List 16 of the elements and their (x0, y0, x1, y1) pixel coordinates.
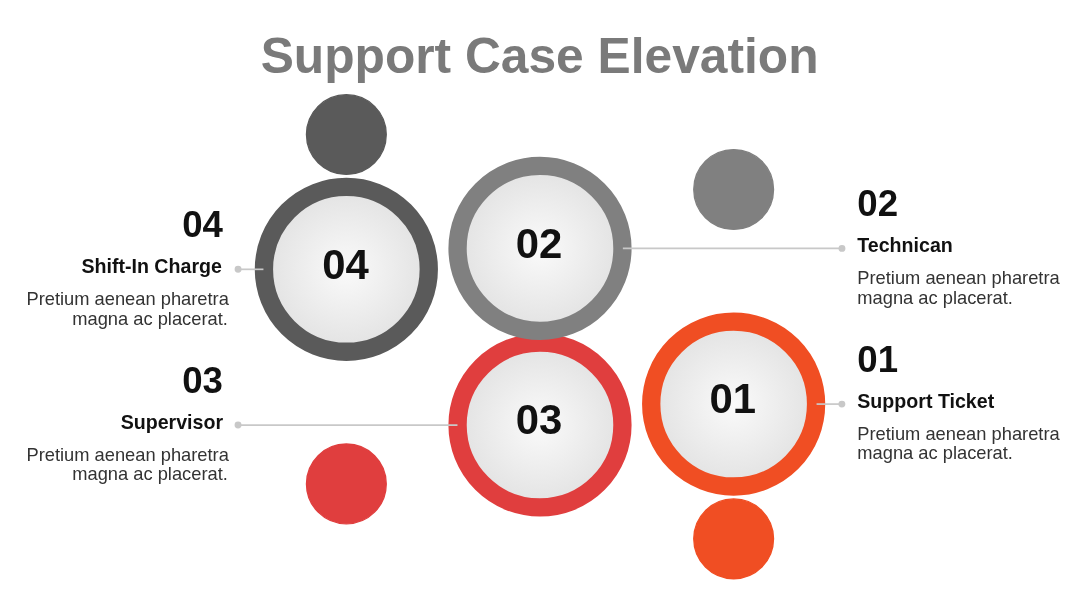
diagram-title: Support Case Elevation (260, 27, 819, 84)
connector (234, 421, 459, 429)
connector (234, 265, 265, 273)
node-circle (693, 498, 775, 580)
node-circle (305, 94, 387, 176)
node-circle: 01 (642, 312, 826, 496)
node-circle (693, 148, 775, 231)
node-circle (305, 443, 387, 525)
node-circle: 02 (448, 156, 632, 340)
connector (622, 244, 846, 252)
node-text: 01 Support Ticket Pretium aenean pharetra magna ac placerat. (857, 338, 1060, 464)
node-text: 03 Supervisor Pretium aenean pharetra magna ac placerat. (26, 359, 229, 485)
connector (815, 400, 846, 408)
node-text: 02 Technican Pretium aenean pharetra magna ac placerat. (857, 183, 1060, 308)
node-circle: 04 (254, 177, 438, 361)
node-text: 04 Shift-In Charge Pretium aenean pharetra magna ac placerat. (26, 204, 229, 329)
